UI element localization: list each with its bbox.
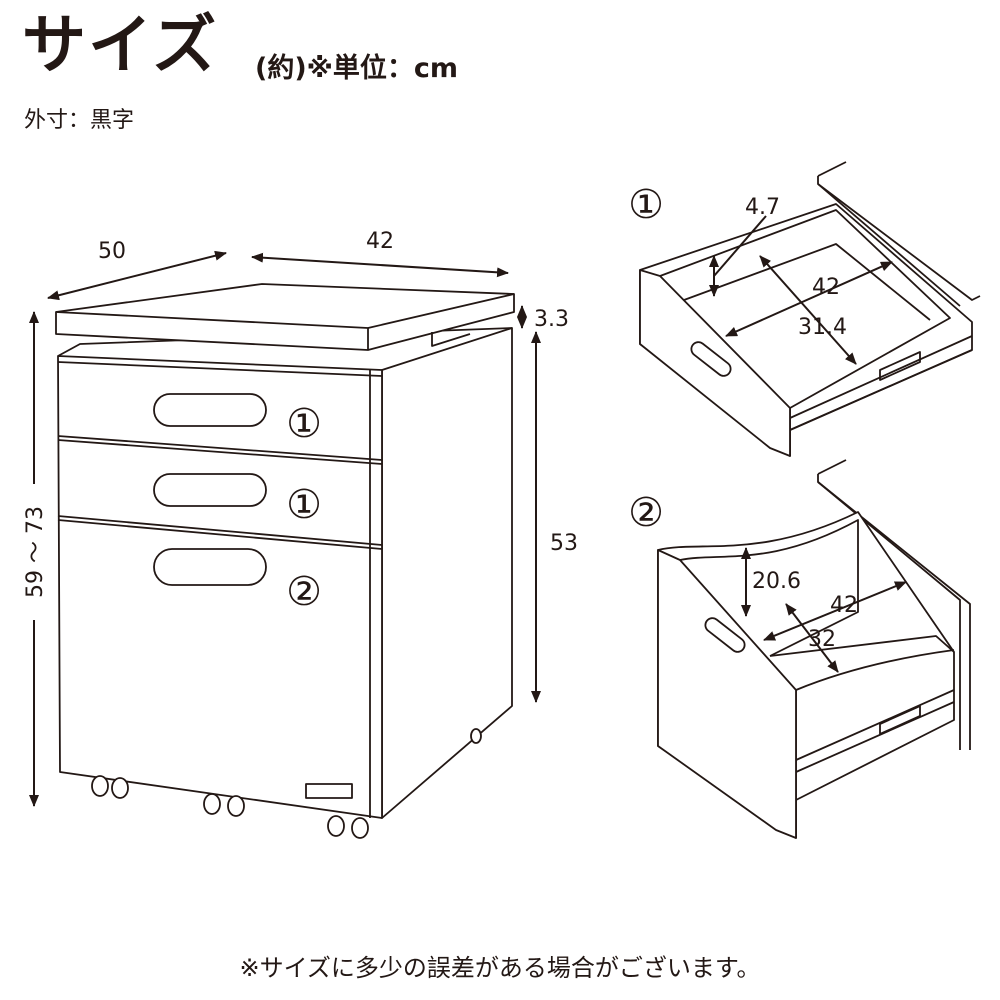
legend-text: 外寸：黒字	[24, 108, 135, 133]
drawer-1-illustration	[639, 161, 981, 457]
drawer-3-handle	[153, 548, 267, 586]
drawer-1-diagram-number: ①	[628, 182, 664, 228]
cabinet-side	[381, 327, 513, 819]
body-height-label: 53	[550, 531, 578, 556]
unit-note: (約)※単位：cm	[255, 53, 459, 84]
drawer-3-number: ②	[286, 569, 322, 615]
casters	[91, 728, 482, 839]
depth-arrow	[251, 252, 509, 278]
cabinet-front	[57, 355, 383, 819]
drawer-2-diagram-number: ②	[628, 490, 664, 536]
drawer-2-height-label: 20.6	[752, 569, 801, 594]
drawer-1-height-label: 4.7	[745, 195, 780, 220]
cabinet-top-board	[55, 283, 515, 351]
width-label: 50	[98, 239, 126, 264]
page-title: サイズ	[22, 9, 219, 83]
drawer-1-width-arrow	[759, 255, 857, 365]
cabinet-illustration: ① ① ②	[55, 283, 515, 839]
width-arrow	[47, 250, 227, 301]
drawer-1-width-label: 31.4	[798, 315, 847, 340]
footer-note: ※サイズに多少の誤差がある場合がございます。	[239, 954, 761, 982]
drawer-2-depth-label: 42	[830, 593, 858, 618]
top-thickness-label: 3.3	[534, 307, 569, 332]
drawer-1-depth-label: 42	[812, 275, 840, 300]
total-height-label: 59 ～ 73	[23, 506, 48, 598]
drawer-2-width-arrow	[785, 603, 839, 673]
label-plate	[305, 783, 353, 799]
depth-label: 42	[366, 229, 394, 254]
drawer-2-number: ①	[286, 482, 322, 528]
drawer-1-number: ①	[286, 401, 322, 447]
drawer-2-width-label: 32	[808, 627, 836, 652]
drawer-2-handle	[153, 473, 267, 507]
drawer-1-handle	[153, 393, 267, 427]
